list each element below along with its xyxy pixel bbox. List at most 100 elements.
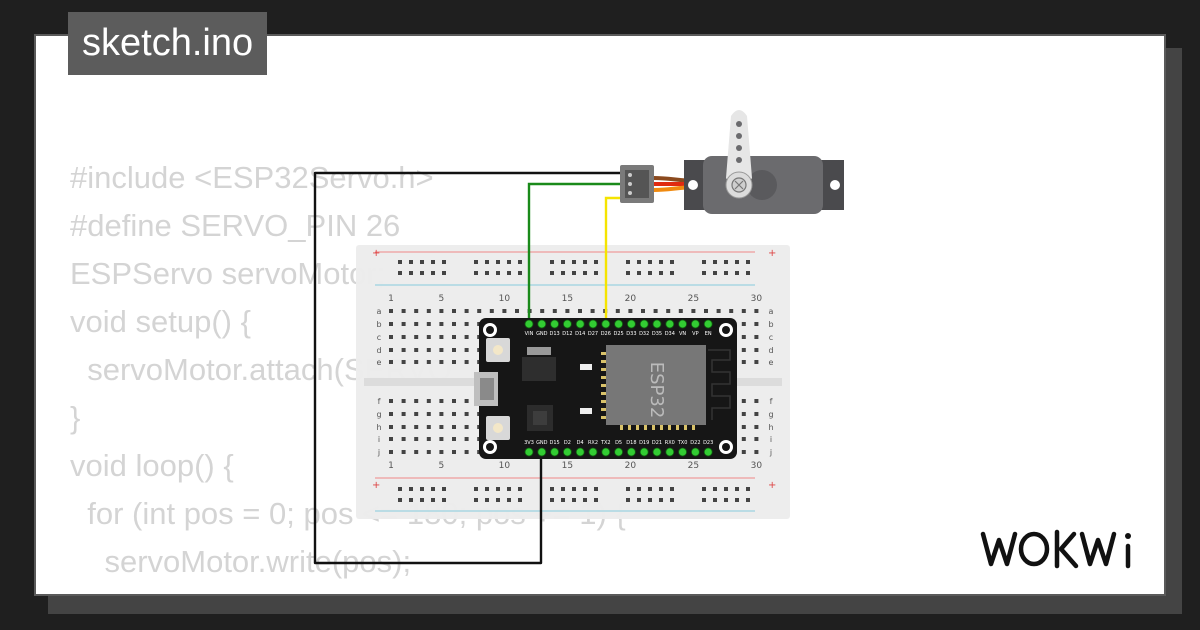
breadboard-column-label: 1 — [388, 461, 394, 471]
breadboard-hole — [565, 309, 570, 313]
esp32-pin-label: D2 — [564, 440, 571, 446]
esp32-pin[interactable] — [627, 319, 636, 329]
power-rail-hole — [583, 498, 587, 502]
esp32-pin[interactable] — [524, 319, 534, 329]
esp32-pin[interactable] — [691, 447, 700, 457]
esp32-pin[interactable] — [678, 447, 687, 457]
power-rail-hole — [550, 498, 554, 502]
esp32-pin[interactable] — [575, 447, 585, 457]
breadboard-row-label: i — [770, 435, 772, 444]
esp32-pin[interactable] — [563, 447, 572, 457]
esp32-pin[interactable] — [550, 319, 559, 329]
power-rail-hole — [637, 487, 641, 491]
breadboard-hole — [741, 322, 746, 326]
breadboard-row-label: a — [769, 307, 774, 316]
esp32-pin[interactable] — [575, 319, 585, 329]
power-rail-hole — [648, 271, 652, 275]
power-rail-hole — [583, 487, 587, 491]
servo-motor[interactable] — [620, 110, 844, 214]
esp32-pin[interactable] — [691, 319, 700, 329]
esp32-pin[interactable] — [588, 447, 598, 457]
breadboard-hole — [754, 348, 759, 352]
esp32-pin[interactable] — [588, 319, 598, 329]
breadboard-hole — [389, 412, 393, 416]
breadboard-column-label: 15 — [562, 461, 573, 471]
esp32-pin[interactable] — [601, 447, 611, 457]
esp32-pin-label: D15 — [549, 440, 559, 446]
esp32-pin[interactable] — [652, 319, 662, 329]
esp32-pin-label: D22 — [690, 440, 700, 446]
chip-pad — [601, 416, 606, 419]
breadboard-hole — [452, 425, 456, 429]
breadboard-hole — [741, 450, 746, 454]
esp32-pin[interactable] — [665, 447, 675, 457]
esp32-pin-label: TX2 — [600, 440, 611, 446]
power-rail-hole — [594, 498, 598, 502]
power-rail-hole — [442, 487, 446, 491]
power-rail-hole — [572, 271, 576, 275]
esp32-pin[interactable] — [703, 319, 713, 329]
breadboard-hole — [590, 309, 595, 313]
esp32-pin[interactable] — [524, 447, 534, 457]
power-rail-hole — [431, 260, 435, 264]
power-rail-hole — [746, 260, 750, 264]
gnd-wire[interactable] — [313, 171, 622, 565]
power-rail-hole — [431, 271, 435, 275]
esp32-pin[interactable] — [639, 319, 649, 329]
breadboard-hole — [741, 399, 746, 403]
esp32-pin[interactable] — [678, 319, 687, 329]
esp32-pin-label: TX0 — [677, 440, 688, 446]
power-rail-hole — [637, 498, 641, 502]
breadboard-hole — [401, 412, 406, 416]
wokwi-logo — [980, 529, 1131, 569]
breadboard-column-label: 25 — [688, 294, 699, 304]
breadboard-hole — [439, 322, 444, 326]
vin-wire[interactable] — [527, 182, 622, 323]
esp32-pin[interactable] — [550, 447, 559, 457]
power-rail-hole — [485, 260, 489, 264]
power-rail-hole — [594, 260, 598, 264]
chip-pad — [601, 368, 606, 371]
power-rail-hole — [648, 498, 652, 502]
esp32-pin[interactable] — [537, 319, 547, 329]
esp32-pin[interactable] — [614, 319, 623, 329]
breadboard-hole — [741, 412, 746, 416]
esp32-pin[interactable] — [652, 447, 662, 457]
esp32-pin[interactable] — [563, 319, 572, 329]
esp32-pin[interactable] — [614, 447, 623, 457]
breadboard-hole — [414, 348, 419, 352]
power-rail-hole — [626, 271, 630, 275]
chip-pad — [601, 352, 606, 355]
power-rail-hole — [420, 487, 424, 491]
esp32-chip-label: ESP32 — [646, 362, 667, 419]
breadboard-row-label: a — [377, 307, 382, 316]
breadboard-hole — [401, 450, 406, 454]
breadboard-hole — [439, 360, 444, 364]
breadboard-hole — [641, 309, 645, 313]
breadboard-row-label: c — [769, 333, 773, 342]
power-rail-hole — [398, 487, 402, 491]
breadboard-hole — [754, 309, 759, 313]
breadboard-hole — [754, 360, 759, 364]
breadboard-hole — [628, 309, 633, 313]
esp32-pin[interactable] — [639, 447, 649, 457]
power-rail-hole — [670, 271, 674, 275]
breadboard-hole — [389, 360, 393, 364]
power-rail-hole — [626, 487, 630, 491]
esp32-pin[interactable] — [703, 447, 713, 457]
esp32-pin-label: VP — [692, 331, 698, 337]
breadboard-hole — [389, 322, 393, 326]
breadboard-hole — [401, 309, 406, 313]
power-rail-hole — [507, 260, 511, 264]
esp32-pin[interactable] — [665, 319, 675, 329]
esp32-pin[interactable] — [627, 447, 636, 457]
breadboard-row-label: b — [768, 320, 773, 329]
esp32-pin[interactable] — [601, 319, 611, 329]
esp32-pin[interactable] — [537, 447, 547, 457]
filename-tab[interactable]: sketch.ino — [68, 12, 268, 75]
breadboard-row-label: g — [768, 410, 773, 419]
breadboard-hole — [653, 309, 658, 313]
breadboard-hole — [426, 399, 431, 403]
signal-wire[interactable] — [604, 196, 622, 323]
